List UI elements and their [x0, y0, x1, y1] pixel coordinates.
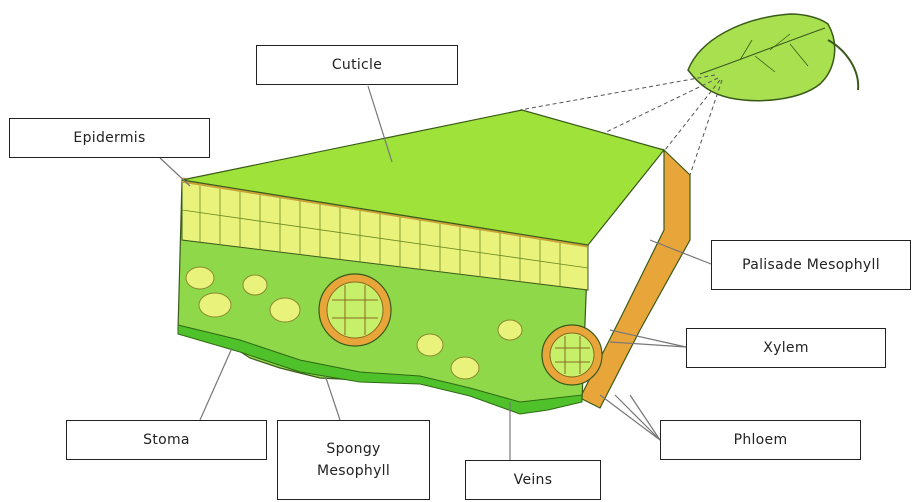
label-spongy-line1: Spongy	[326, 438, 380, 460]
label-epidermis-text: Epidermis	[73, 126, 145, 150]
label-palisade-text: Palisade Mesophyll	[742, 253, 880, 277]
vein-2	[542, 325, 602, 385]
label-stoma-text: Stoma	[143, 428, 190, 452]
label-xylem: Xylem	[686, 328, 886, 368]
vein-1	[319, 274, 391, 346]
label-veins: Veins	[465, 460, 601, 500]
label-palisade-mesophyll: Palisade Mesophyll	[711, 240, 911, 290]
label-stoma: Stoma	[66, 420, 267, 460]
label-spongy-mesophyll: Spongy Mesophyll	[277, 420, 430, 500]
label-cuticle: Cuticle	[256, 45, 458, 85]
label-veins-text: Veins	[514, 468, 553, 492]
label-phloem-text: Phloem	[734, 428, 788, 452]
label-cuticle-text: Cuticle	[332, 53, 382, 77]
label-epidermis: Epidermis	[9, 118, 210, 158]
label-xylem-text: Xylem	[763, 336, 809, 360]
label-spongy-line2: Mesophyll	[317, 460, 390, 482]
leaf-block	[178, 110, 690, 414]
label-phloem: Phloem	[660, 420, 861, 460]
